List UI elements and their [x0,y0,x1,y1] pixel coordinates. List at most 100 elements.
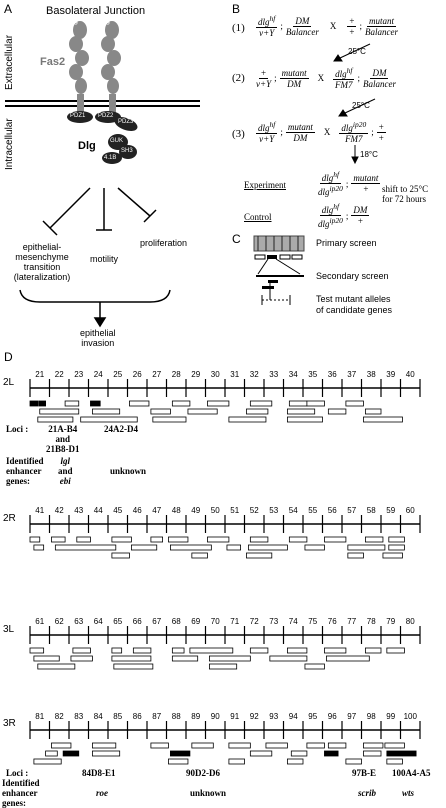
band-label: 68 [172,617,181,626]
deficiency-segment [249,536,269,543]
deficiency-segment [327,742,347,749]
step-3: (3) [232,128,245,140]
deficiency-segment [345,758,362,765]
band-label: 95 [308,712,317,721]
band-label: 36 [328,370,337,379]
genes-24: unknown [110,466,147,476]
deficiency-segment [228,758,245,765]
locus-97: 97B-E [352,768,377,778]
band-label: 60 [406,506,415,515]
ig-label-right: Ig [104,18,110,25]
deficiency-segment [191,552,208,559]
fas2-protein-right [101,21,121,114]
gene-roe: roe [96,788,108,798]
deficiency-segment [187,408,218,415]
deficiency-segment [345,400,364,407]
band-label: 52 [250,506,259,515]
chrom-2L-label: 2L [3,377,15,388]
band-label: 56 [328,506,337,515]
deficiency-segment [29,400,39,407]
band-label: 59 [386,506,395,515]
band-label: 50 [211,506,220,515]
deficiency-segment [288,536,308,543]
deficiency-segment [169,750,191,757]
band-label: 84 [94,712,103,721]
deficiency-segment [80,416,138,423]
motility-label: motility [90,254,119,264]
band-label: 78 [367,617,376,626]
deficiency-segment [382,552,403,559]
band-label: 82 [55,712,64,721]
deficiency-segment [304,544,325,551]
step-1: (1) [232,22,245,34]
deficiency-segment [249,647,269,654]
band-label: 79 [386,617,395,626]
panel-d-label: D [4,350,13,364]
band-label: 21 [35,370,44,379]
band-label: 23 [74,370,83,379]
band-label: 70 [211,617,220,626]
deficiency-segment [189,647,234,654]
band-label: 44 [94,506,103,515]
band-label: 24 [94,370,103,379]
cross-arrows [333,43,376,165]
deficiency-segment [33,544,45,551]
deficiency-segment [384,742,405,749]
band-label: 38 [367,370,376,379]
deficiency-segment [364,536,384,543]
band-label: 98 [367,712,376,721]
deficiency-segment [168,758,189,765]
deficiency-segment [29,536,41,543]
deficiency-segment [150,408,171,415]
screen-diagram [253,235,305,305]
band-label: 61 [35,617,44,626]
deficiency-segment [37,416,74,423]
sh3-label: SH3 [121,148,133,154]
deficiency-segment [130,544,158,551]
deficiency-segment [111,647,123,654]
band-label: 81 [35,712,44,721]
deficiency-segment [324,750,339,757]
band-label: 51 [230,506,239,515]
extracellular-label: Extracellular [4,34,15,90]
panel-b-label: B [232,2,241,16]
band-label: 80 [406,617,415,626]
deficiency-segment [208,655,251,662]
band-label: 94 [289,712,298,721]
locus-100: 100A4-A5 [392,768,431,778]
temp-3: 18°C [360,150,378,159]
locus-84: 84D8-E1 [82,768,116,778]
deficiency-segment [247,544,288,551]
deficiency-segment [363,742,384,749]
deficiency-segment [386,750,417,757]
band-label: 43 [74,506,83,515]
band-label: 49 [191,506,200,515]
band-label: 75 [308,617,317,626]
deficiency-segment [51,742,72,749]
deficiency-segment [111,552,130,559]
deficiency-segment [29,647,45,654]
band-label: 77 [347,617,356,626]
deficiency-segment [72,647,91,654]
basolateral-junction-title: Basolateral Junction [46,5,146,17]
deficiency-segment [111,536,132,543]
control-label: Control [244,212,272,222]
primary-screen-label: Primary screen [316,238,377,248]
band-label: 35 [308,370,317,379]
band-label: 85 [113,712,122,721]
deficiency-segment [324,536,347,543]
deficiency-segment [286,416,323,423]
deficiency-segment [92,742,117,749]
guk-label: GUK [110,138,124,144]
band-label: 97 [347,712,356,721]
band-label: 45 [113,506,122,515]
deficiency-segment [150,536,163,543]
band-label: 64 [94,617,103,626]
deficiency-segment [150,742,169,749]
band-label: 100 [404,712,418,721]
deficiency-segment [306,742,325,749]
